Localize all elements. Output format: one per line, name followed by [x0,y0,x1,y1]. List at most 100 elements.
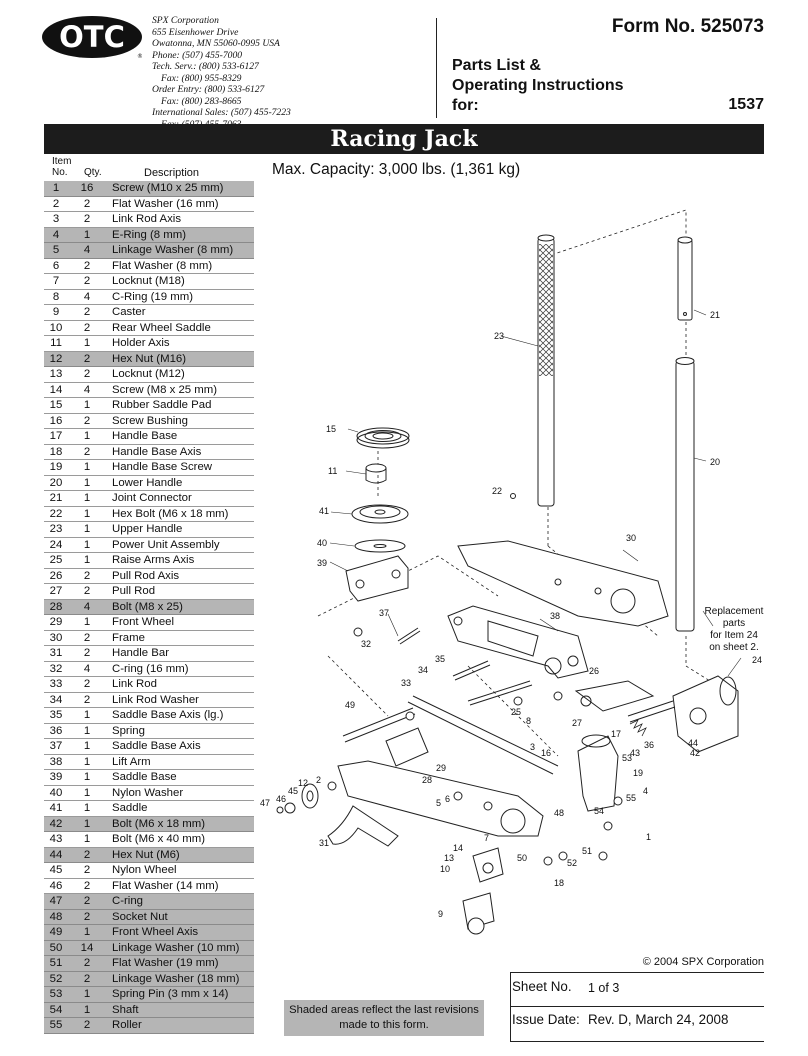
cell-item-no: 1 [52,182,60,194]
cell-qty: 1 [83,709,91,721]
cell-description: Flat Washer (16 mm) [112,197,219,210]
callout-label: 33 [401,678,411,688]
table-row: 2 2 Flat Washer (16 mm) [44,196,254,212]
callout-label: 46 [276,794,286,804]
cell-item-no: 4 [52,228,60,241]
cell-item-no: 25 [49,554,63,566]
cell-description: Power Unit Assembly [112,538,220,551]
cell-item-no: 46 [49,879,63,892]
cell-qty: 1 [83,786,91,799]
company-order-entry: Order Entry: (800) 533-6127 [152,84,265,95]
cell-description: Hex Nut (M16) [112,352,187,365]
cell-qty: 1 [83,740,91,752]
cell-item-no: 33 [49,678,63,690]
cell-description: Lift Arm [112,755,151,768]
cell-item-no: 7 [52,275,60,287]
callout-label: 20 [710,457,720,467]
callout-label: 27 [572,718,582,728]
svg-text:®: ® [137,53,142,60]
cell-item-no: 31 [49,647,63,659]
callout-label: 5 [436,798,441,808]
callout-label: 25 [511,707,521,717]
cell-item-no: 34 [49,693,63,706]
cell-qty: 1 [83,399,91,411]
cell-item-no: 52 [49,972,63,985]
cell-qty: 2 [83,957,91,969]
cell-description: Handle Bar [112,647,169,659]
cell-description: Linkage Washer (10 mm) [112,941,240,954]
callout-label: 6 [445,794,450,804]
callout-label: 42 [690,748,700,758]
cell-description: Handle Base [112,430,178,442]
callout-label: 45 [288,786,298,796]
sheet-info-box: Sheet No. 1 of 3 Issue Date: Rev. D, Mar… [510,972,764,1042]
cell-qty: 4 [83,244,91,256]
cell-description: Flat Washer (19 mm) [112,957,219,969]
cell-item-no: 44 [49,848,63,861]
cell-item-no: 9 [52,306,60,318]
cell-description: Screw Bushing [112,414,188,427]
callout-label: 17 [611,729,621,739]
cell-qty: 2 [83,647,91,659]
cell-qty: 2 [83,213,91,225]
callout-label: 29 [436,763,446,773]
replacement-note-line2: parts [723,618,745,629]
cell-qty: 1 [83,492,91,504]
callout-label: 51 [582,846,592,856]
table-row: 31 2 Handle Bar [44,646,254,662]
callout-label: 32 [361,639,371,649]
callout-label: 10 [440,864,450,874]
cell-description: Caster [112,306,146,318]
callout-label: 43 [630,748,640,758]
cell-qty: 1 [83,461,91,473]
callout-label: 54 [594,806,604,816]
cell-qty: 2 [83,321,91,334]
exploded-diagram: 1234567891011121314151617181920212223242… [260,209,764,935]
callout-label: 35 [435,654,445,664]
cell-item-no: 28 [49,600,63,613]
cell-qty: 2 [83,678,91,690]
cell-item-no: 2 [52,197,60,210]
cell-qty: 1 [83,771,91,783]
cell-qty: 1 [83,228,91,241]
cell-description: Front Wheel [112,616,175,628]
cell-qty: 1 [83,802,91,814]
cell-item-no: 35 [49,709,63,721]
callout-label: 1 [646,832,651,842]
callout-label: 30 [626,533,636,543]
cell-item-no: 18 [49,445,63,458]
sheet-value: 1 of 3 [588,981,620,995]
cell-item-no: 50 [49,941,63,954]
callout-label: 7 [484,833,489,843]
cell-description: Rear Wheel Saddle [112,321,211,334]
cell-description: Flat Washer (8 mm) [112,259,213,272]
callout-label: 55 [626,793,636,803]
callout-label: 34 [418,665,428,675]
cell-qty: 1 [83,1003,91,1016]
cell-description: Socket Nut [112,910,168,923]
cell-qty: 2 [83,197,91,210]
cell-description: Hex Bolt (M6 x 18 mm) [112,507,229,520]
cell-qty: 1 [83,755,91,768]
callout-label: 18 [554,878,564,888]
cell-description: C-ring (16 mm) [112,662,189,675]
